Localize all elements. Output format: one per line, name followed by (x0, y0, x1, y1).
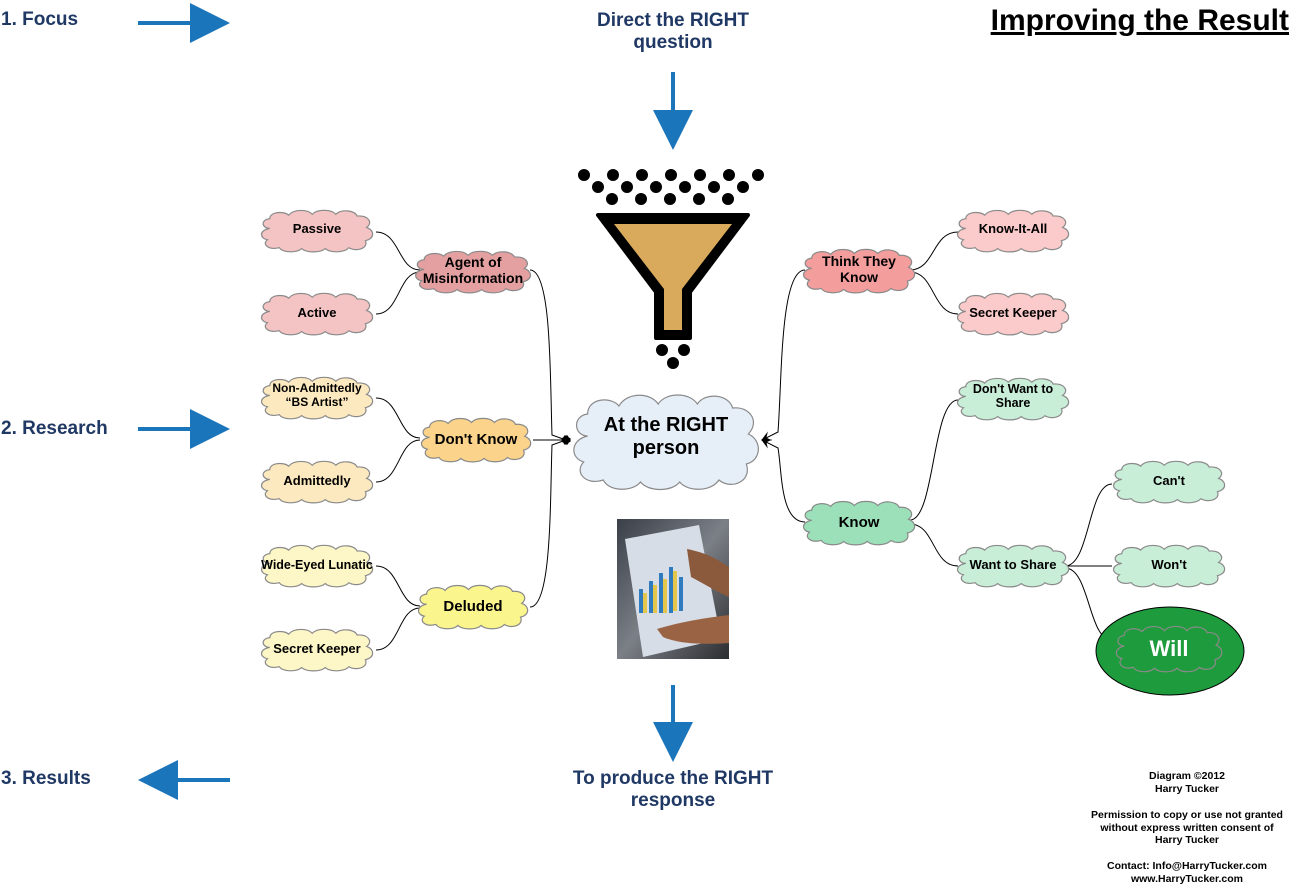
know-label: Know (838, 514, 880, 531)
dont-know-label: Don't Know (434, 431, 518, 448)
website-link[interactable]: www.HarryTucker.com (1130, 872, 1244, 885)
step-focus: 1. Focus (1, 9, 79, 30)
passive-label: Passive (292, 221, 342, 236)
left-connectors (375, 231, 571, 651)
falling-dots-icon (578, 169, 764, 369)
wide-eyed-label: Wide-Eyed Lunatic (261, 558, 373, 572)
step-results: 3. Results (1, 768, 91, 789)
step-research: 2. Research (1, 418, 108, 439)
want-to-share-label: Want to Share (969, 557, 1057, 572)
secret-keeper-right-label: Secret Keeper (969, 305, 1057, 320)
will-label: Will (1149, 636, 1189, 661)
secret-keeper-left-label: Secret Keeper (273, 641, 361, 656)
cant-label: Can't (1153, 473, 1185, 488)
admittedly-label: Admittedly (283, 473, 351, 488)
active-label: Active (297, 305, 337, 320)
know-it-all-label: Know-It-All (978, 221, 1048, 236)
chart-photo (617, 519, 729, 659)
right-connectors (761, 231, 1113, 641)
deluded-label: Deluded (443, 598, 503, 615)
wont-label: Won't (1151, 557, 1187, 572)
funnel-icon (596, 213, 750, 340)
non-admittedly-label: Non-Admittedly“BS Artist” (272, 381, 362, 409)
page-title: Improving the Result (990, 4, 1289, 37)
